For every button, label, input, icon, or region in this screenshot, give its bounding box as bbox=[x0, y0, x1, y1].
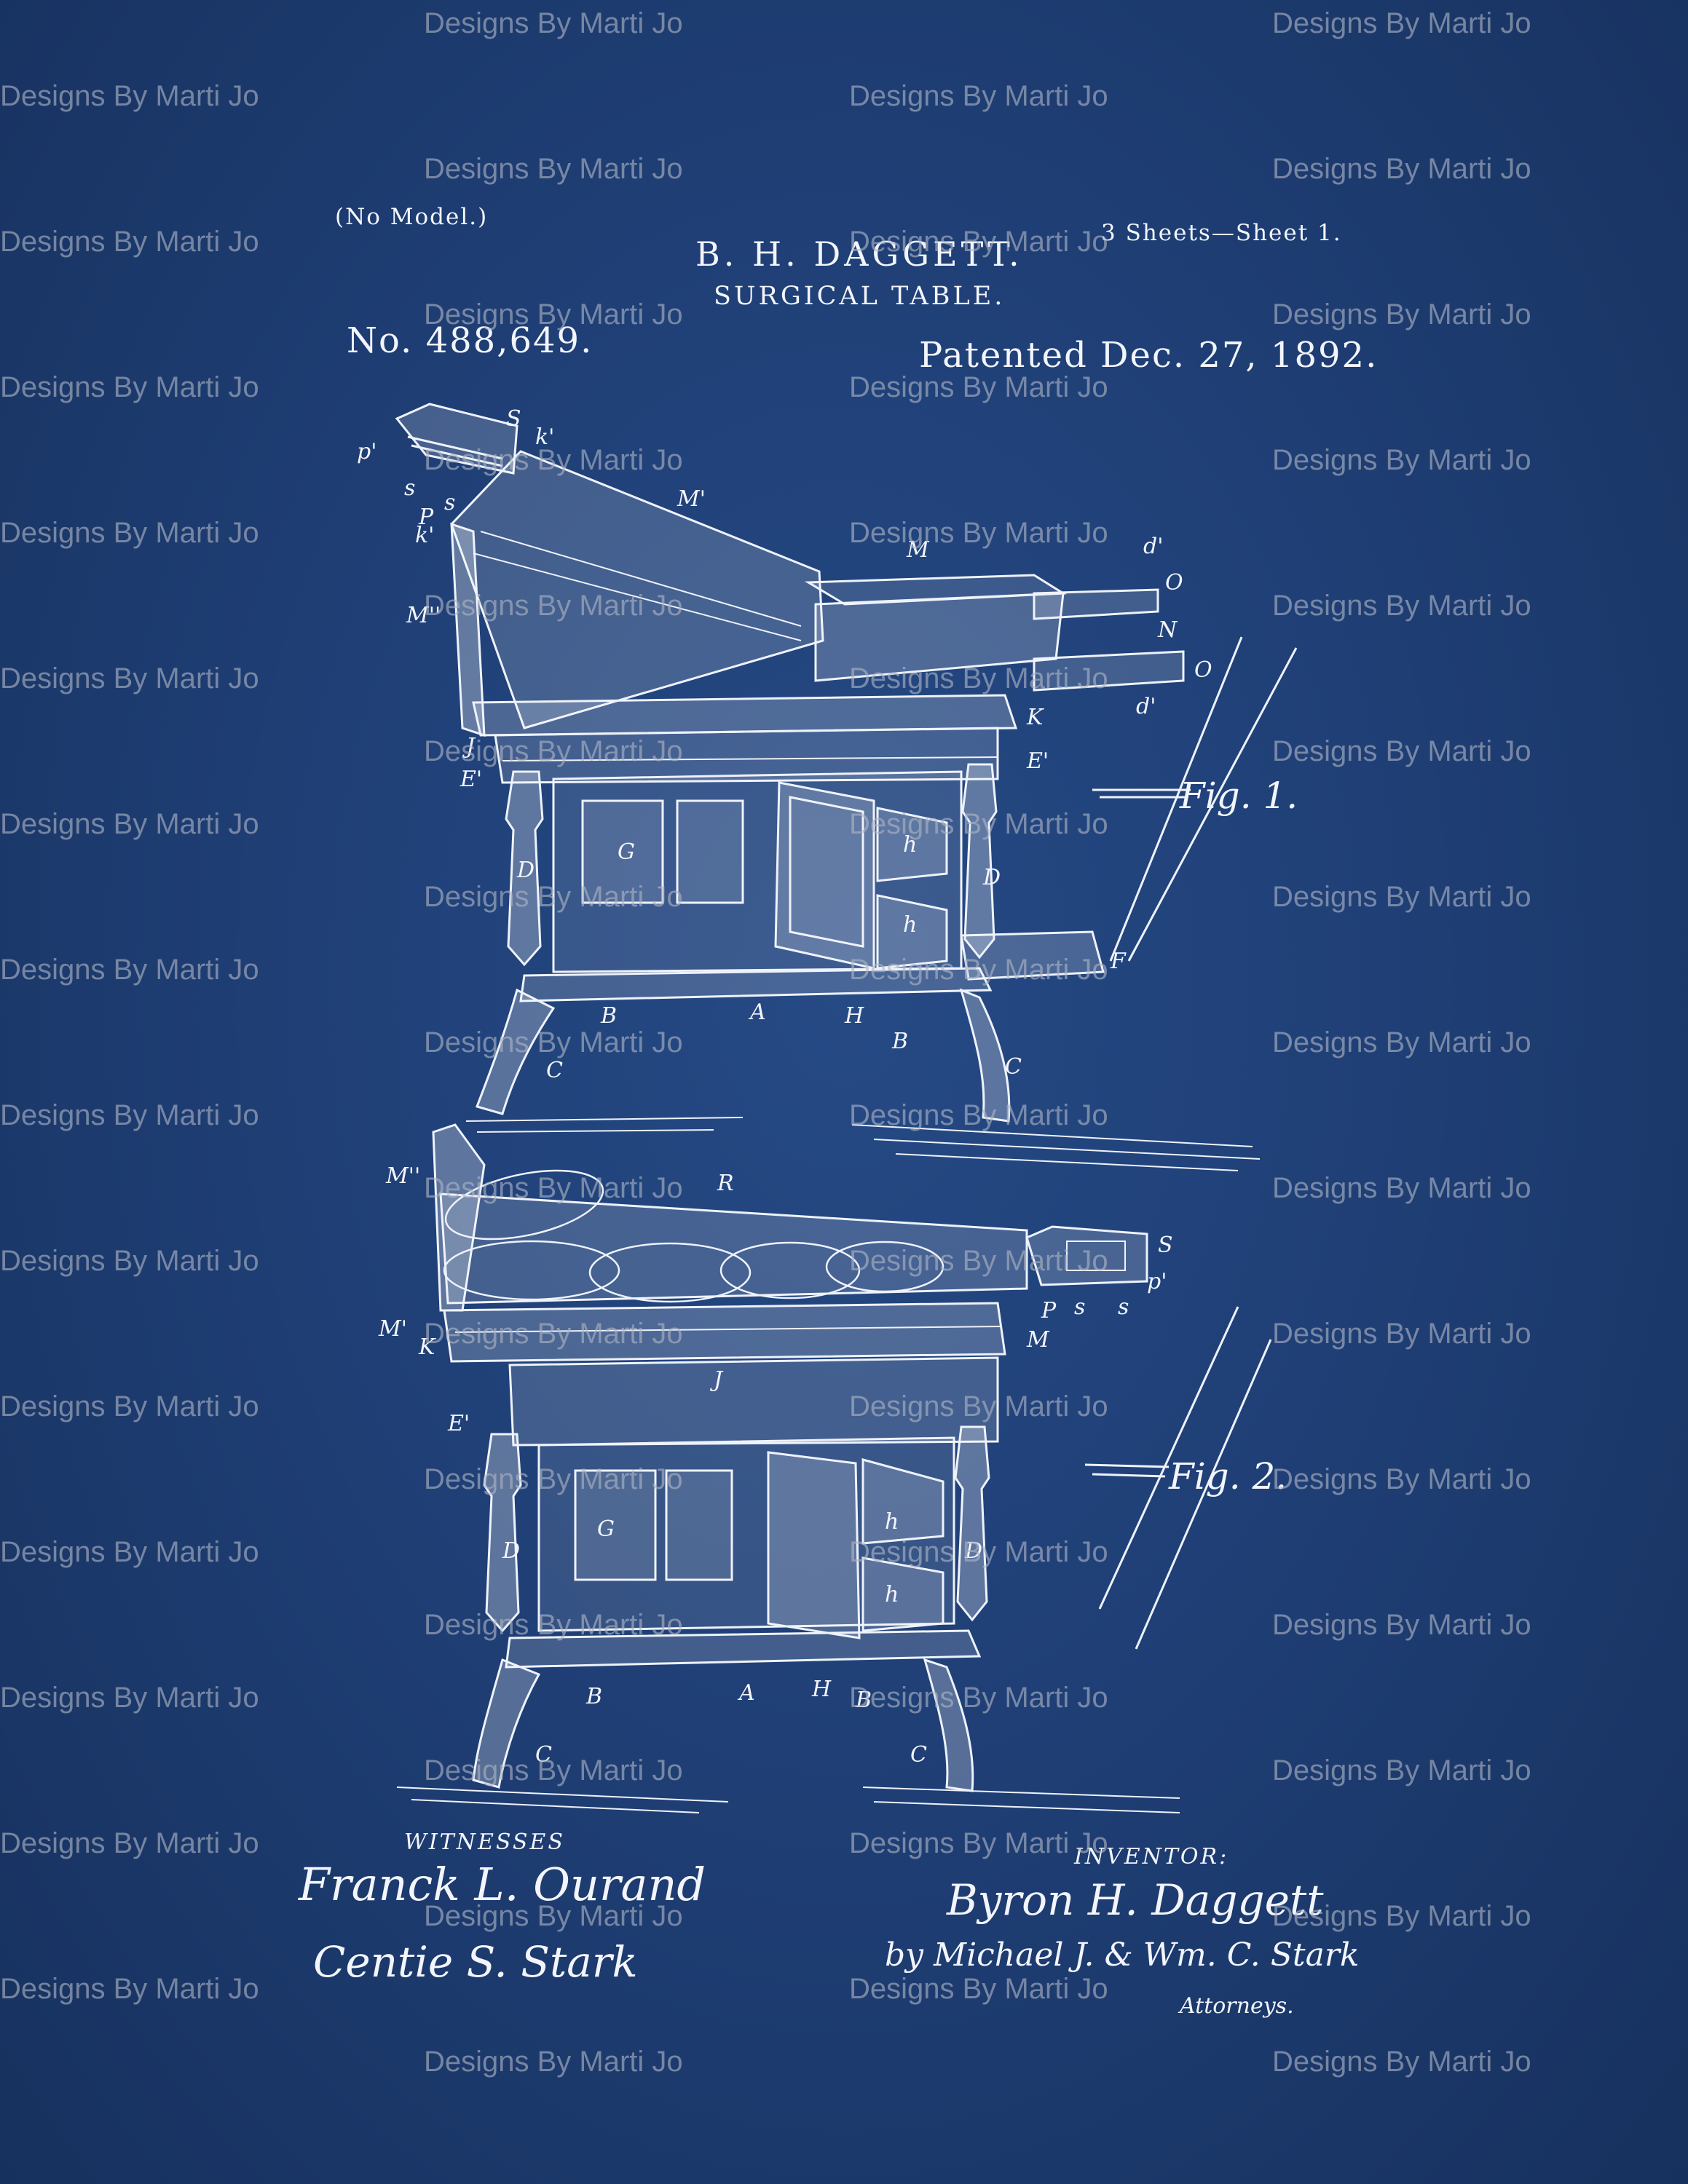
figure-2-ref-letter: M'' bbox=[385, 1163, 420, 1189]
figure-1-ref-letter: O bbox=[1194, 657, 1212, 683]
figure-1-label: Fig. 1. bbox=[1179, 775, 1298, 817]
figure-2-ref-letter: G bbox=[597, 1516, 615, 1542]
patent-date: Patented Dec. 27, 1892. bbox=[919, 335, 1379, 376]
figure-2-ref-letter: C bbox=[910, 1742, 927, 1768]
figure-1-ref-letter: O bbox=[1165, 570, 1183, 596]
sheet-count: 3 Sheets—Sheet 1. bbox=[1101, 220, 1342, 246]
figure-2-ref-letter: h bbox=[885, 1582, 899, 1607]
figure-1-ref-letter: E' bbox=[1026, 748, 1049, 774]
witness-2-signature: Centie S. Stark bbox=[313, 1937, 638, 1987]
figure-1-ref-letter: d' bbox=[1136, 694, 1156, 719]
no-model-note: (No Model.) bbox=[335, 204, 489, 230]
figure-1-ref-letter: B bbox=[600, 1003, 617, 1029]
figure-2-label: Fig. 2. bbox=[1168, 1455, 1287, 1497]
figure-1-ref-letter: K bbox=[1026, 705, 1044, 730]
figure-2-ref-letter: H bbox=[811, 1677, 832, 1702]
figure-1-ref-letter: s bbox=[404, 475, 415, 501]
attorneys-signature: by Michael J. & Wm. C. Stark bbox=[885, 1936, 1360, 1974]
figure-2-ref-letter: P bbox=[1041, 1298, 1057, 1324]
figure-1-ref-letter: M' bbox=[677, 486, 706, 512]
figure-1-ref-letter: P bbox=[418, 505, 434, 530]
figure-1 bbox=[395, 403, 1298, 1171]
figure-2-ref-letter: R bbox=[717, 1171, 734, 1196]
figure-2-ref-letter: C bbox=[535, 1742, 552, 1768]
figure-1-ref-letter: C bbox=[546, 1058, 563, 1083]
figure-1-ref-letter: D bbox=[982, 865, 1001, 890]
inventor-heading: B. H. DAGGETT. bbox=[695, 234, 1023, 274]
patent-number: No. 488,649. bbox=[347, 320, 593, 361]
figure-1-ref-letter: N bbox=[1157, 617, 1178, 643]
figure-2-ref-letter: M bbox=[1026, 1327, 1050, 1353]
figure-2-ref-letter: D bbox=[502, 1538, 520, 1564]
attorneys-label: Attorneys. bbox=[1178, 1993, 1294, 2019]
figure-1-ref-letter: h bbox=[903, 832, 917, 858]
figure-2-ref-letter: B bbox=[855, 1688, 872, 1713]
figure-2 bbox=[396, 1123, 1272, 1813]
figure-1-ref-letter: G bbox=[618, 839, 635, 865]
figure-1-ref-letter: S bbox=[506, 406, 521, 432]
figure-2-ref-letter: h bbox=[885, 1509, 899, 1535]
figure-2-ref-letter: s bbox=[1118, 1294, 1129, 1320]
patent-title: SURGICAL TABLE. bbox=[714, 282, 1006, 311]
inventor-signature: Byron H. Daggett bbox=[946, 1875, 1324, 1925]
figure-2-ref-letter: s bbox=[1074, 1294, 1085, 1320]
figure-1-ref-letter: D bbox=[516, 858, 535, 883]
witness-1-signature: Franck L. Ourand bbox=[298, 1858, 706, 1911]
figure-1-ref-letter: p' bbox=[357, 439, 376, 464]
figure-1-ref-letter: B bbox=[891, 1029, 908, 1054]
figure-1-ref-letter: J bbox=[462, 734, 476, 759]
figure-1-ref-letter: M bbox=[906, 537, 930, 563]
figure-1-ref-letter: H bbox=[844, 1003, 864, 1029]
figure-1-ref-letter: k' bbox=[535, 424, 554, 450]
witnesses-label: WITNESSES bbox=[404, 1829, 565, 1855]
figure-2-ref-letter: E' bbox=[447, 1411, 470, 1436]
figure-2-ref-letter: D bbox=[964, 1538, 982, 1564]
figure-2-ref-letter: S bbox=[1158, 1233, 1173, 1258]
figure-2-ref-letter: B bbox=[585, 1684, 602, 1709]
figure-1-ref-letter: F bbox=[1110, 949, 1127, 974]
figure-1-ref-letter: C bbox=[1005, 1054, 1022, 1080]
figure-1-ref-letter: M'' bbox=[406, 603, 441, 628]
inventor-label: INVENTOR: bbox=[1073, 1844, 1228, 1870]
figure-2-ref-letter: p' bbox=[1147, 1269, 1167, 1294]
figure-1-ref-letter: E' bbox=[460, 767, 482, 792]
figure-2-ref-letter: M' bbox=[378, 1316, 407, 1342]
figure-1-ref-letter: k' bbox=[415, 523, 434, 548]
figure-1-ref-letter: d' bbox=[1143, 534, 1163, 559]
figure-2-ref-letter: A bbox=[737, 1680, 755, 1706]
figure-2-ref-letter: K bbox=[418, 1334, 436, 1360]
figure-1-ref-letter: s bbox=[444, 490, 455, 515]
figure-1-ref-letter: A bbox=[748, 1000, 766, 1025]
figure-1-ref-letter: h bbox=[903, 912, 917, 938]
